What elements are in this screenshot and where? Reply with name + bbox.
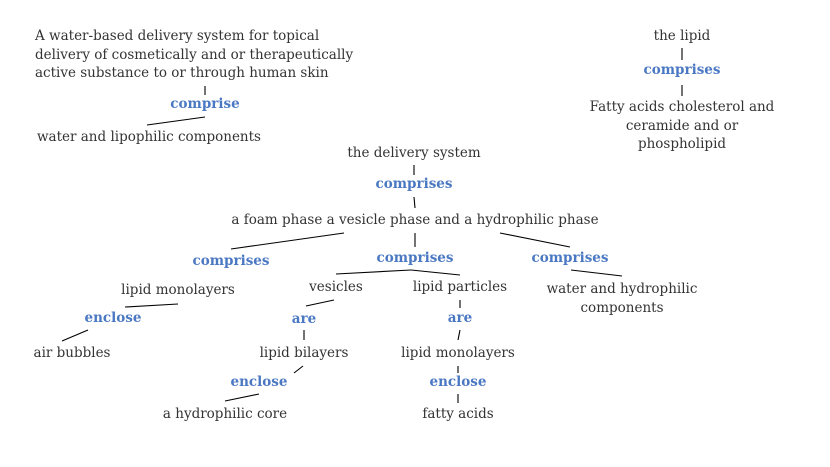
edge (335, 269, 412, 275)
node-air-bubbles: air bubbles (33, 345, 111, 361)
node-water-hydrophilic: water and hydrophilic components (547, 280, 698, 317)
node-vesicles: vesicles (309, 279, 363, 295)
node-fatty-acids-list: Fatty acids cholesterol and ceramide and… (590, 98, 775, 154)
edge (413, 196, 416, 209)
node-lipid-bilayers: lipid bilayers (259, 345, 349, 361)
relation-enclose-monolayers: enclose (429, 374, 487, 390)
node-lipid-monolayers-middle: lipid monolayers (401, 345, 515, 361)
node-line: Fatty acids cholesterol and (589, 99, 775, 115)
relation-comprises-system: comprises (375, 176, 453, 192)
node-line: water and hydrophilic (546, 281, 698, 297)
edge (305, 299, 335, 307)
relation-are-particles: are (447, 310, 473, 326)
root-line: active substance to or through human ski… (35, 65, 329, 81)
node-water-lipophilic: water and lipophilic components (37, 129, 261, 145)
node-the-lipid: the lipid (653, 28, 711, 44)
root-line: A water-based delivery system for topica… (35, 28, 320, 44)
edge (230, 232, 345, 250)
edge (410, 269, 461, 276)
relation-comprises-right: comprises (531, 250, 609, 266)
edge (224, 393, 260, 402)
relation-enclose-bilayers: enclose (230, 374, 288, 390)
relation-comprises-lipid: comprises (643, 62, 721, 78)
node-delivery-system: the delivery system (347, 145, 481, 161)
edge (146, 116, 206, 126)
relation-comprises-left: comprises (192, 253, 270, 269)
relation-comprise: comprise (170, 96, 240, 112)
node-lipid-monolayers-left: lipid monolayers (121, 282, 235, 298)
relation-comprises-middle: comprises (376, 250, 454, 266)
root-text-1: A water-based delivery system for topica… (35, 27, 353, 83)
relation-enclose-left: enclose (84, 310, 142, 326)
relation-are-vesicles: are (291, 311, 317, 327)
edge (499, 232, 571, 248)
edge (293, 365, 304, 374)
node-phases: a foam phase a vesicle phase and a hydro… (231, 212, 599, 228)
edge (570, 269, 623, 277)
edge (61, 329, 89, 342)
node-hydrophilic-core: a hydrophilic core (162, 406, 288, 422)
node-line: phospholipid (637, 136, 727, 152)
node-lipid-particles: lipid particles (412, 279, 508, 295)
edge (124, 303, 179, 308)
edge (457, 329, 461, 341)
node-fatty-acids: fatty acids (422, 406, 494, 422)
root-line: delivery of cosmetically and or therapeu… (35, 46, 354, 63)
node-line: ceramide and or (625, 117, 739, 134)
node-line: components (580, 299, 664, 316)
